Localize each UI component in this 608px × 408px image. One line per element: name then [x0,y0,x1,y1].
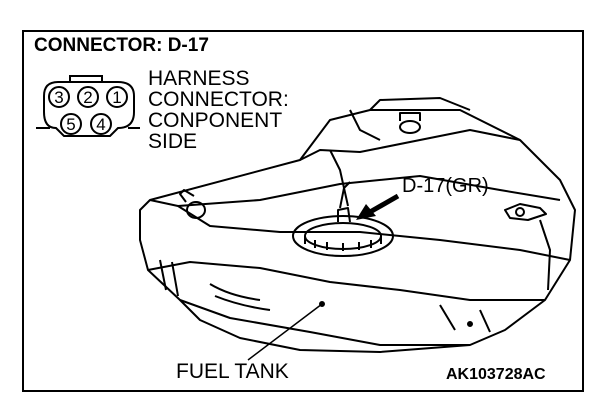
connector-face-icon [36,75,140,137]
pin-label-5: 5 [66,115,75,134]
figure-id: AK103728AC [446,366,546,383]
fuel-tank-label: FUEL TANK [176,360,289,383]
pin-2 [77,86,99,108]
pin-3 [48,86,70,108]
fuel-tank-drawing [139,97,576,353]
pin-1 [106,86,128,108]
harness-label-line-2: CONNECTOR: [148,88,289,111]
harness-label-line-1: HARNESS [148,67,250,90]
connector-callout-label: D-17(GR) [402,175,489,197]
connector-title: CONNECTOR: D-17 [34,35,209,56]
pin-label-4: 4 [96,115,105,134]
harness-connector-label: HARNESS CONNECTOR: CONPONENT SIDE [148,68,289,152]
pin-5 [60,113,82,135]
harness-label-line-4: SIDE [148,130,198,153]
fuel-tank-leader-line [247,303,323,361]
pin-label-2: 2 [83,88,92,107]
pin-label-1: 1 [112,88,121,107]
pin-label-3: 3 [54,88,63,107]
pin-4 [90,113,112,135]
harness-label-line-3: CONPONENT [148,109,283,132]
callout-arrow-icon [356,193,400,220]
